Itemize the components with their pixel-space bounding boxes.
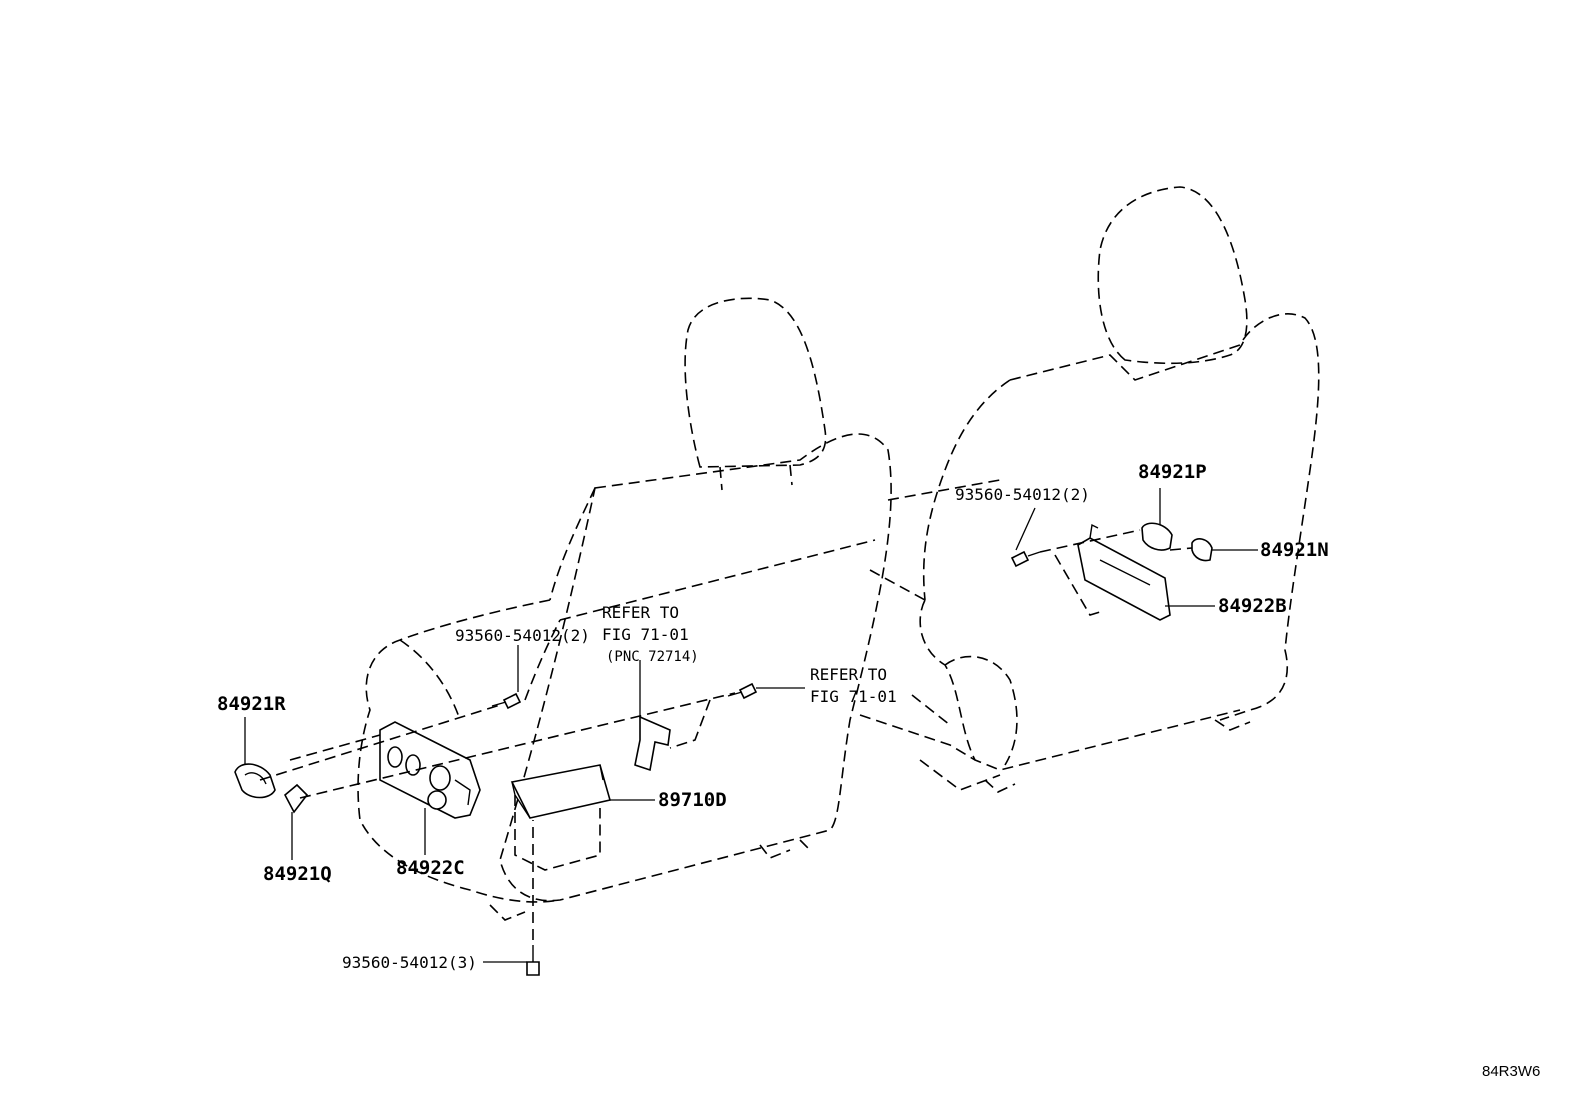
label-84921R: 84921R (217, 693, 286, 715)
screw-right-top (1010, 550, 1041, 568)
label-screw-right-top: 93560-54012(2) (955, 485, 1090, 504)
bracket-refer-fig-71-01 (634, 715, 671, 772)
seat-heater-switch-assembly-84922C (379, 721, 481, 819)
label-89710D: 89710D (658, 789, 727, 811)
label-screw-left-top: 93560-54012(2) (455, 626, 590, 645)
label-84921N: 84921N (1260, 539, 1329, 561)
label-84921Q: 84921Q (263, 863, 332, 885)
assembly-lines (259, 529, 1193, 940)
screw-middle (727, 682, 758, 700)
knob-84921P (1141, 522, 1173, 551)
seat-heater-switch-assembly-84922B (1077, 523, 1171, 621)
label-84922B: 84922B (1218, 595, 1287, 617)
knob-84921R (234, 763, 276, 799)
label-84922C: 84922C (396, 857, 465, 879)
label-refer1-line3: (PNC 72714) (606, 649, 699, 665)
knob-84921N (1191, 538, 1213, 562)
label-84921P: 84921P (1138, 461, 1207, 483)
right-seat-outline (859, 186, 1320, 793)
screw-bottom (526, 945, 540, 976)
screw-left-top (491, 692, 522, 710)
knob-84921Q (283, 783, 309, 814)
label-refer1-line1: REFER TO (602, 603, 679, 622)
label-refer2-line2: FIG 71-01 (810, 687, 897, 706)
ecu-box-89710D (510, 764, 612, 871)
diagram-reference-code: 84R3W6 (1482, 1063, 1540, 1080)
label-refer2-line1: REFER TO (810, 665, 887, 684)
leader-lines (244, 488, 1258, 963)
label-refer1-line2: FIG 71-01 (602, 625, 689, 644)
label-screw-bottom: 93560-54012(3) (342, 953, 477, 972)
